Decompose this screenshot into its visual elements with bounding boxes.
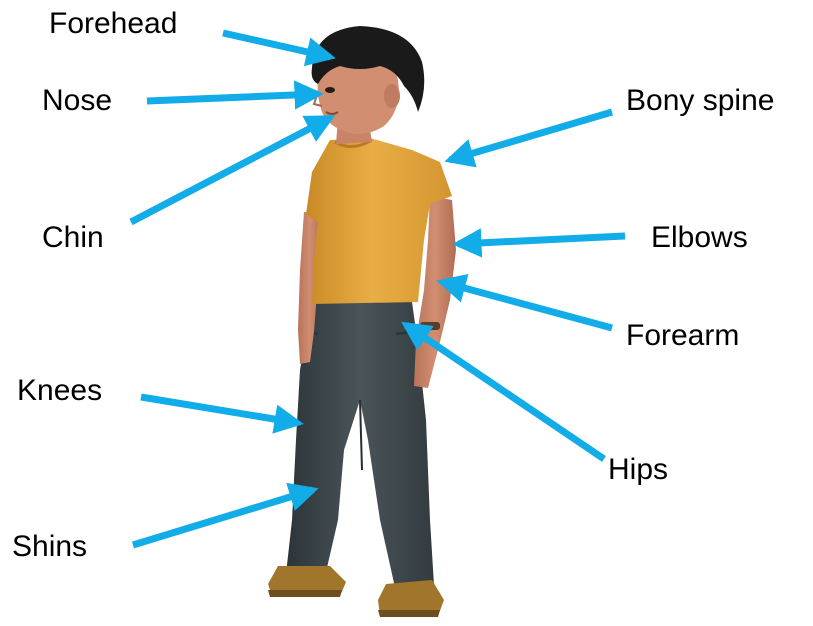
arrow-nose: [147, 94, 318, 101]
label-nose: Nose: [42, 86, 112, 116]
arrow-elbows: [458, 236, 625, 244]
label-forehead: Forehead: [49, 9, 177, 39]
arrow-forehead: [223, 33, 330, 57]
arrow-knees: [141, 397, 298, 423]
label-shins: Shins: [12, 532, 87, 562]
label-forearm: Forearm: [626, 321, 739, 351]
arrow-forearm: [442, 282, 612, 328]
label-knees: Knees: [17, 376, 102, 406]
label-elbows: Elbows: [651, 223, 748, 253]
label-hips: Hips: [608, 455, 668, 485]
label-bony-spine: Bony spine: [626, 86, 774, 116]
label-chin: Chin: [42, 223, 104, 253]
arrow-bony-spine: [450, 112, 612, 160]
arrow-hips: [406, 325, 604, 459]
arrow-shins: [133, 490, 313, 545]
boy-figure: [268, 26, 456, 617]
arrow-chin: [131, 118, 330, 222]
